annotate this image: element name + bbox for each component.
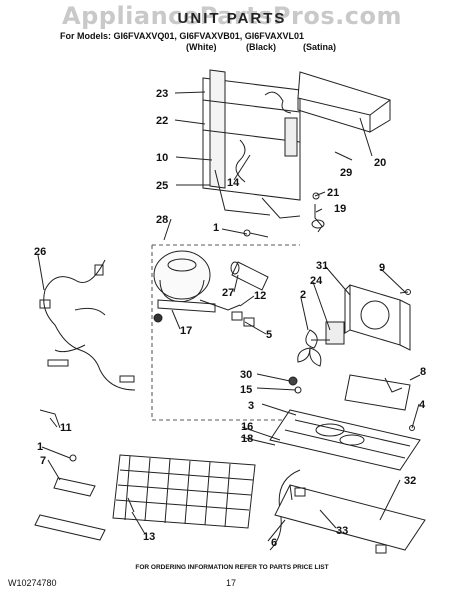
fan-blade (297, 329, 322, 367)
capacitor (230, 261, 269, 291)
callout-3: 3 (248, 400, 254, 412)
callout-7: 7 (40, 455, 46, 467)
watermark: AppliancePartsPros.com (62, 2, 402, 30)
callout-29: 29 (340, 167, 352, 179)
callout-5: 5 (266, 329, 272, 341)
compressor (153, 250, 241, 313)
page-title: UNIT PARTS (177, 10, 287, 27)
callout-10: 10 (156, 152, 168, 164)
callout-4: 4 (419, 399, 426, 411)
condenser-bracket (34, 454, 106, 541)
ordering-note: FOR ORDERING INFORMATION REFER TO PARTS … (135, 564, 329, 571)
control-bracket (344, 374, 411, 411)
color-satina: (Satina) (303, 42, 337, 52)
callout-18: 18 (241, 433, 253, 445)
models-line: For Models: GI6FVAXVQ01, GI6FVAXVB01, GI… (60, 31, 305, 41)
callout-27: 27 (222, 287, 234, 299)
fan-motor (311, 321, 345, 345)
base-pan (269, 409, 421, 471)
callout-17: 17 (180, 325, 192, 337)
callout-1-lower: 1 (37, 441, 43, 453)
callout-20: 20 (374, 157, 386, 169)
callout-30: 30 (240, 369, 252, 381)
callout-1: 1 (213, 222, 219, 234)
callout-22: 22 (156, 115, 168, 127)
callout-19: 19 (334, 203, 346, 215)
callout-16: 16 (241, 421, 253, 433)
callout-24: 24 (310, 275, 323, 287)
page-number: 17 (226, 578, 237, 588)
callout-21: 21 (327, 187, 339, 199)
callout-23: 23 (156, 88, 168, 100)
callout-25: 25 (156, 180, 168, 192)
color-black: (Black) (246, 42, 277, 52)
callout-32: 32 (404, 475, 416, 487)
callout-13: 13 (143, 531, 155, 543)
callout-8: 8 (420, 366, 426, 378)
callout-9: 9 (379, 262, 385, 274)
bracket (311, 192, 325, 233)
rear-panel-assembly (202, 69, 301, 219)
drain-pan (274, 484, 426, 554)
wire-harness (39, 259, 136, 391)
callout-6: 6 (271, 537, 277, 549)
callout-33: 33 (336, 525, 348, 537)
top-cover (297, 71, 392, 133)
color-white: (White) (186, 42, 217, 52)
callout-2: 2 (300, 289, 306, 301)
document-number: W10274780 (8, 578, 57, 588)
fan-shroud (344, 284, 411, 351)
condenser (112, 454, 256, 529)
callout-15: 15 (240, 384, 252, 396)
callout-14: 14 (227, 177, 240, 189)
callout-12: 12 (254, 290, 266, 302)
callout-31: 31 (316, 260, 328, 272)
callout-26: 26 (34, 246, 46, 258)
callout-11: 11 (60, 422, 72, 434)
callout-28: 28 (156, 214, 168, 226)
